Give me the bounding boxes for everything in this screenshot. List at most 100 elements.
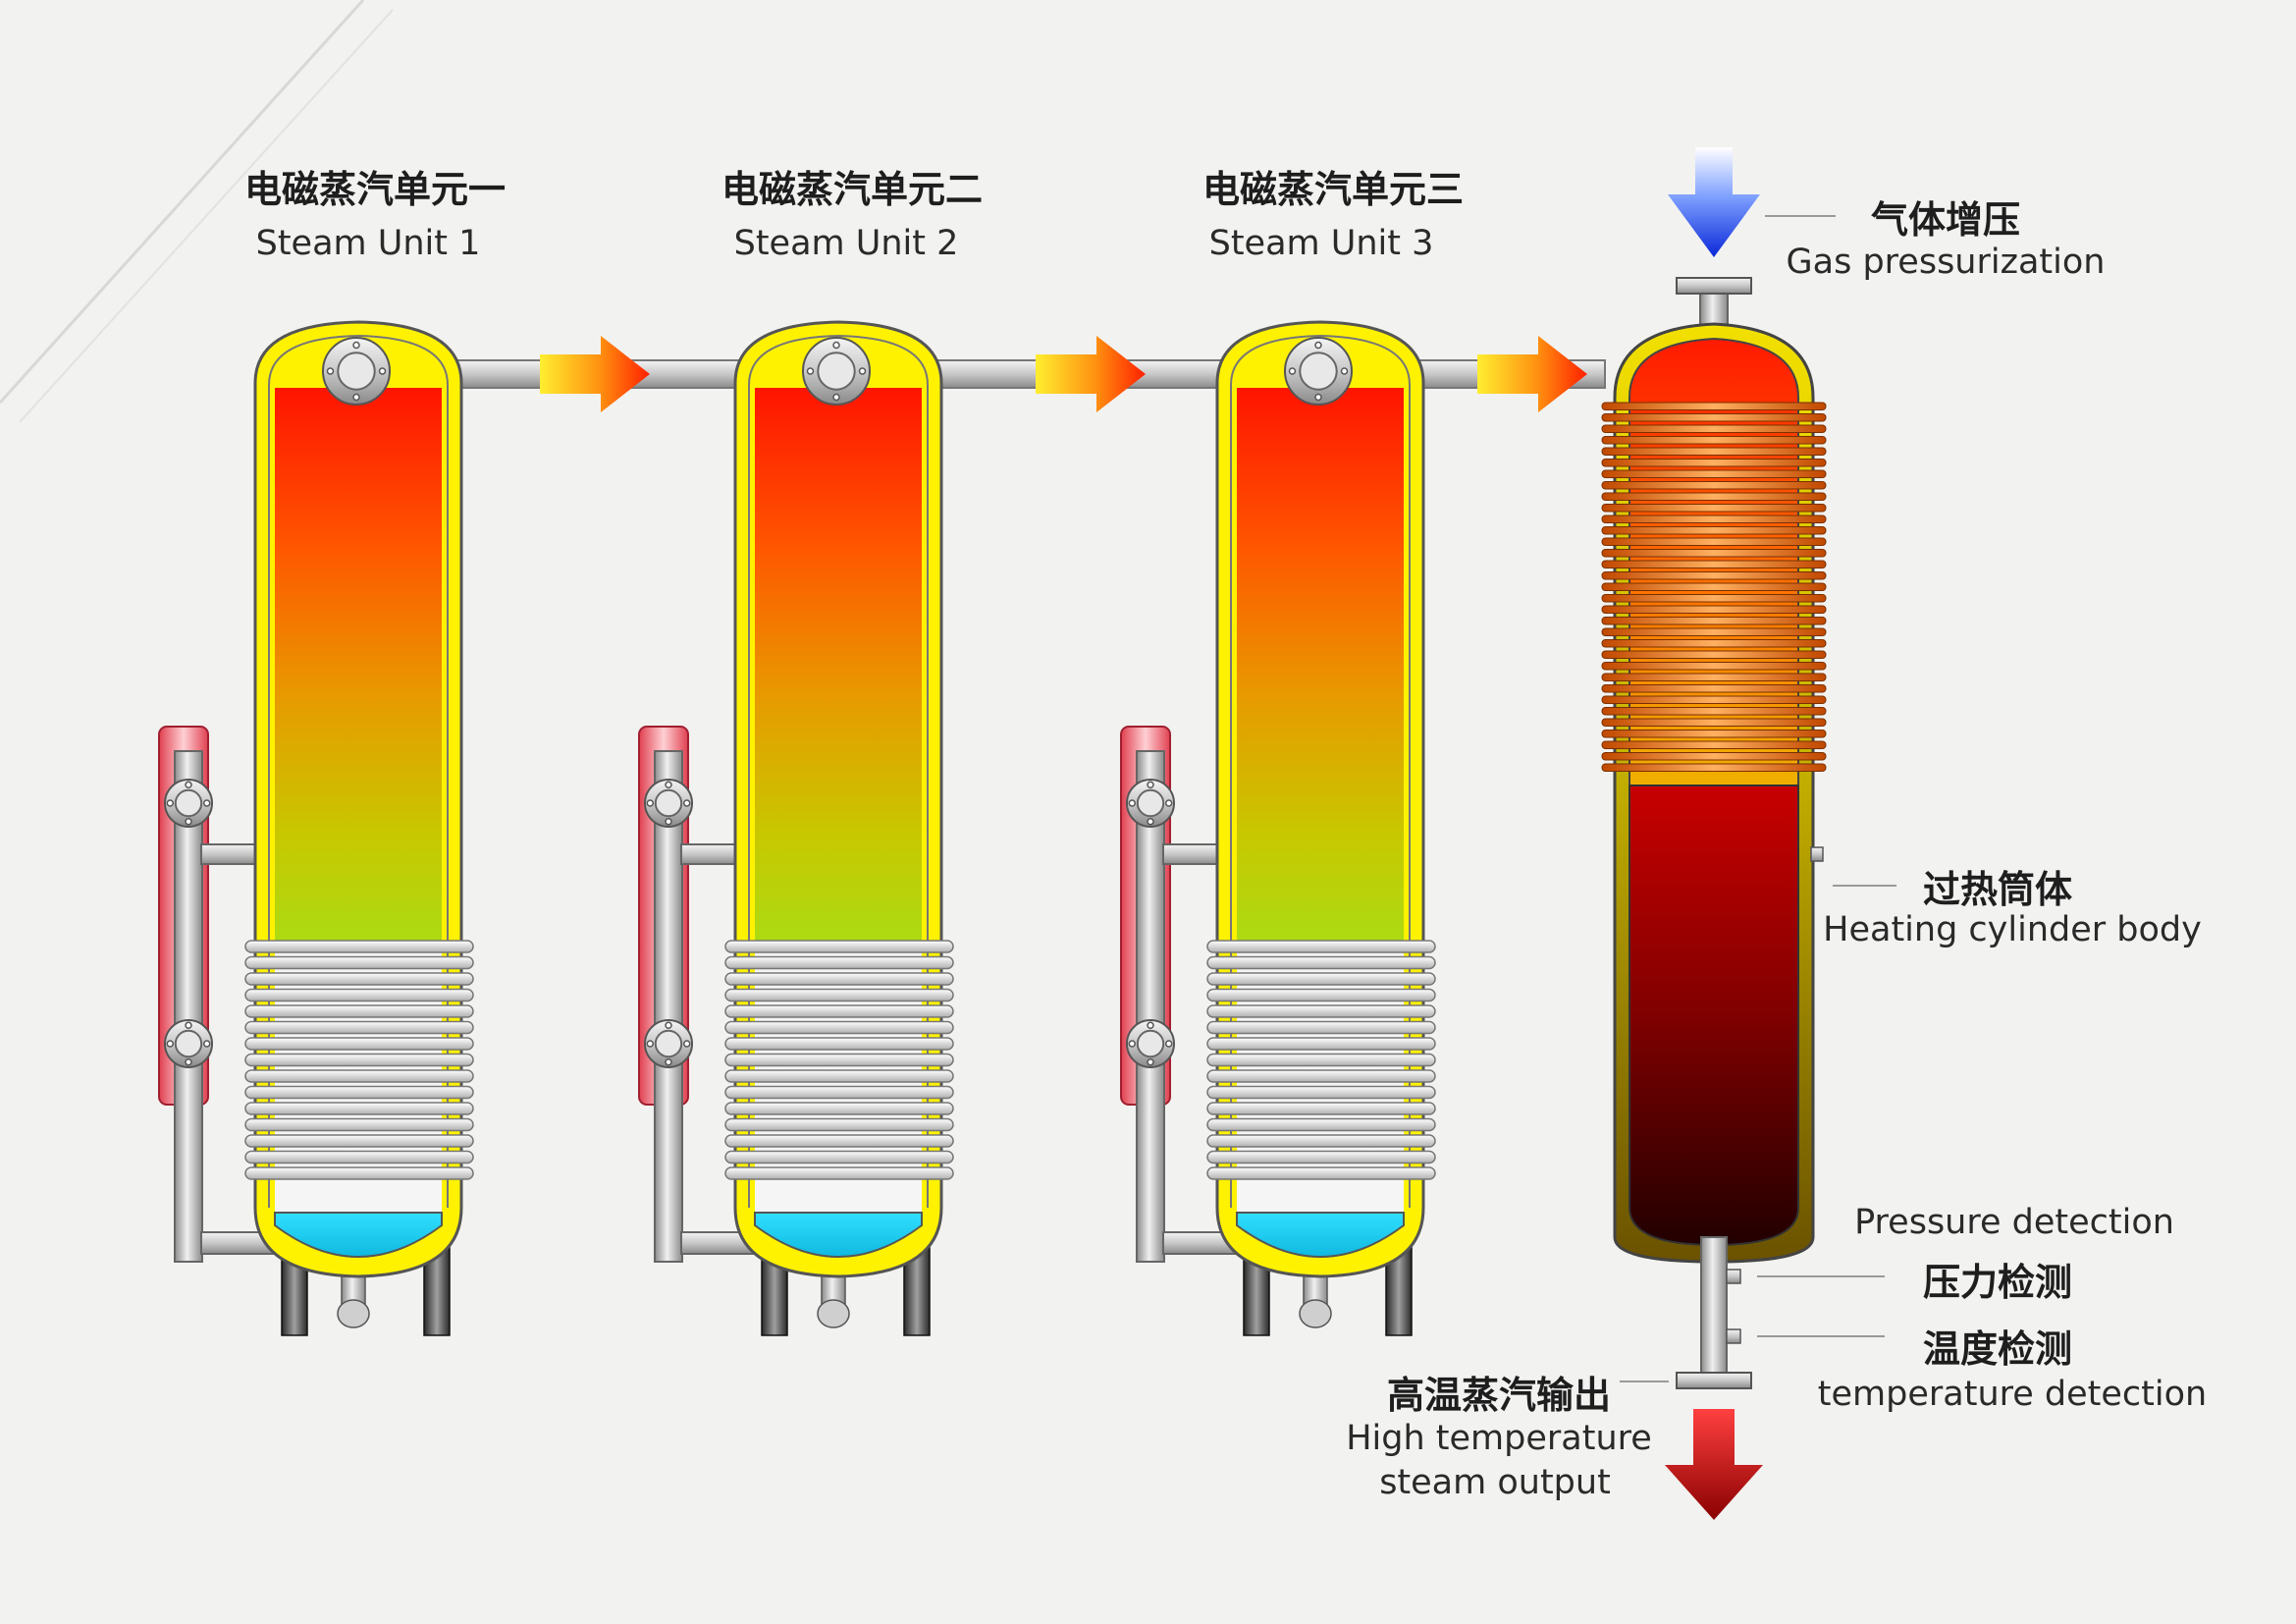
coil-turn xyxy=(1601,662,1827,671)
unit-top-flange-bolt xyxy=(326,367,335,375)
unit-coil-turn xyxy=(724,1117,954,1132)
coil-turn xyxy=(1601,492,1827,501)
unit-top-flange-hub xyxy=(337,352,376,391)
manifold-flange-lower-bolt xyxy=(166,1040,175,1048)
unit-top-flange-bolt xyxy=(1288,367,1297,375)
unit-coil-turn xyxy=(1206,972,1436,986)
manifold-flange-lower-bolt xyxy=(682,1040,691,1048)
unit-top-flange-hub xyxy=(1299,352,1338,391)
unit-2-title-cn: 电磁蒸汽单元二 xyxy=(721,167,984,211)
unit-top-flange-bolt xyxy=(1340,367,1349,375)
unit-water-reservoir xyxy=(274,1212,443,1258)
unit-coil-turn xyxy=(724,1085,954,1100)
coil-turn xyxy=(1601,673,1827,681)
unit-coil-turn xyxy=(244,1117,474,1132)
steam-units xyxy=(158,320,1436,1336)
temperature-detection-en: temperature detection xyxy=(1817,1375,2208,1414)
unit-top-flange-bolt xyxy=(858,367,867,375)
unit-coil-turn xyxy=(244,1102,474,1115)
flow-arrow-2 xyxy=(1036,336,1146,412)
flow-arrow-1 xyxy=(540,336,650,412)
unit-coil-turn xyxy=(724,1134,954,1148)
unit-coil-turn xyxy=(724,988,954,1002)
manifold-flange-lower xyxy=(164,1019,213,1068)
manifold-flange-lower-bolt xyxy=(665,1057,672,1066)
manifold-flange-upper-bolt xyxy=(1164,799,1173,807)
coil-turn xyxy=(1601,650,1827,659)
manifold-flange-lower-bolt xyxy=(185,1057,192,1066)
outlet-flange xyxy=(1676,1372,1752,1389)
gas-pressurization-cn: 气体增压 xyxy=(1870,197,2021,242)
steam-unit-2 xyxy=(638,320,954,1336)
manifold-flange-lower-bolt xyxy=(202,1040,211,1048)
coil-turn xyxy=(1601,740,1827,749)
coil-turn xyxy=(1601,605,1827,614)
coil-turn xyxy=(1601,571,1827,580)
manifold-flange-upper-bolt xyxy=(1147,817,1154,826)
unit-coil-turn xyxy=(1206,1037,1436,1051)
induction-coil xyxy=(1601,402,1827,772)
coil-turn xyxy=(1601,469,1827,478)
unit-shell-inner xyxy=(1230,334,1411,1208)
pressure-detection-en: Pressure detection xyxy=(1854,1203,2174,1242)
manifold-flange-lower-hub xyxy=(1136,1029,1165,1058)
coil-turn xyxy=(1601,526,1827,535)
unit-top-flange-bolt xyxy=(806,367,815,375)
coil-turn xyxy=(1601,504,1827,513)
coil-turn xyxy=(1601,514,1827,523)
drain-valve xyxy=(817,1299,850,1328)
coil-turn xyxy=(1601,447,1827,456)
unit-coil-turn xyxy=(1206,1150,1436,1164)
pressure-detection-cn: 压力检测 xyxy=(1922,1260,2073,1304)
unit-coil-turn xyxy=(1206,1085,1436,1100)
unit-top-flange-bolt xyxy=(378,367,387,375)
coil-turn xyxy=(1601,560,1827,568)
flow-arrow-3 xyxy=(1477,336,1587,412)
manifold-flange-upper-bolt xyxy=(682,799,691,807)
manifold-flange-upper-bolt xyxy=(185,817,192,826)
unit-top-flange-bolt xyxy=(352,393,360,402)
unit-coil-turn xyxy=(724,1004,954,1018)
unit-coil-turn xyxy=(244,1004,474,1018)
coil-turn xyxy=(1601,481,1827,490)
manifold-flange-upper-bolt xyxy=(166,799,175,807)
unit-coil-turn xyxy=(724,955,954,970)
unit-top-flange xyxy=(802,337,871,406)
coil-turn xyxy=(1601,684,1827,693)
coil-turn xyxy=(1601,402,1827,410)
manifold-flange-lower-hub xyxy=(174,1029,203,1058)
unit-top-flange-hub xyxy=(817,352,856,391)
unit-coil-turn xyxy=(724,972,954,986)
unit-coil-turn xyxy=(724,1150,954,1164)
manifold-flange-lower-bolt xyxy=(1164,1040,1173,1048)
coil-turn xyxy=(1601,730,1827,738)
heating-cylinder-cn: 过热筒体 xyxy=(1922,867,2073,911)
manifold-flange-lower xyxy=(1126,1019,1175,1068)
unit-coil-turn xyxy=(1206,1020,1436,1035)
coil-turn xyxy=(1601,549,1827,558)
unit-coil-turn xyxy=(724,1053,954,1067)
unit-1-title-cn: 电磁蒸汽单元一 xyxy=(243,167,507,211)
unit-coil-turn xyxy=(1206,1004,1436,1018)
unit-coil-turn xyxy=(1206,1117,1436,1132)
manifold-flange-upper xyxy=(1126,779,1175,828)
cylinder-lower-chamber xyxy=(1629,785,1799,1247)
unit-coil-turn xyxy=(1206,955,1436,970)
coil-turn xyxy=(1601,582,1827,591)
steam-output-en-line2: steam output xyxy=(1379,1463,1611,1502)
unit-heating-chamber xyxy=(755,388,922,947)
unit-top-flange xyxy=(1284,337,1353,406)
unit-coil-turn xyxy=(244,940,474,953)
coil-turn xyxy=(1601,763,1827,772)
unit-2-title-en: Steam Unit 2 xyxy=(733,224,959,263)
unit-coil-turn xyxy=(724,940,954,953)
unit-coil-turn xyxy=(244,1020,474,1035)
outlet-pipe xyxy=(1700,1236,1728,1376)
coil-turn xyxy=(1601,752,1827,761)
coil-turn xyxy=(1601,707,1827,716)
unit-top-flange-bolt xyxy=(1314,393,1322,402)
unit-top-flange-bolt xyxy=(352,341,360,350)
manifold-flange-upper-hub xyxy=(174,788,203,818)
manifold-flange-upper-bolt xyxy=(665,817,672,826)
unit-top-flange xyxy=(322,337,391,406)
